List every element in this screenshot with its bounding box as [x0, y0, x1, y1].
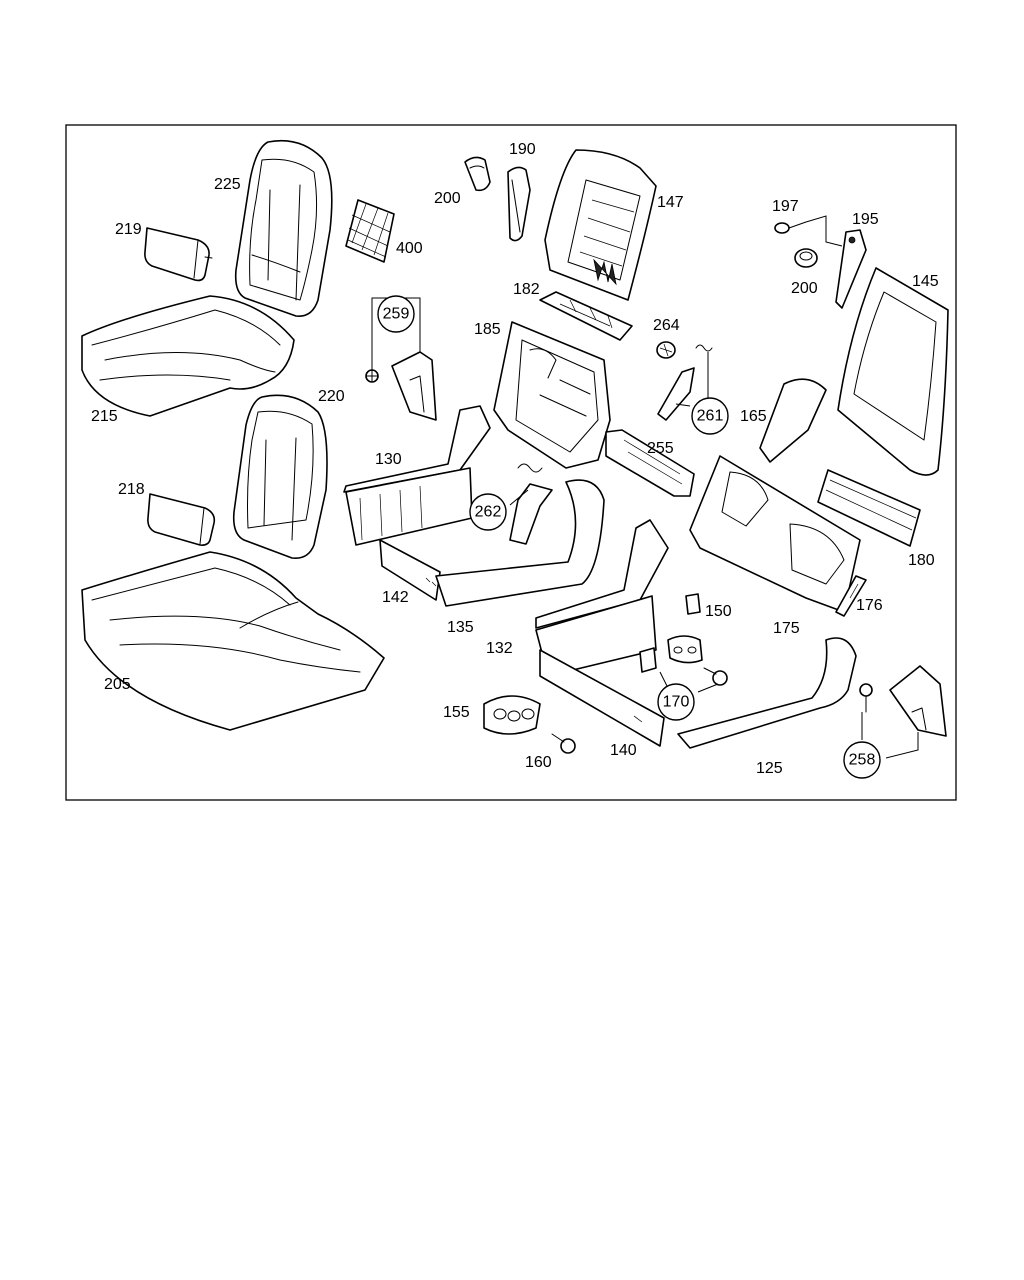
net-pocket [345, 199, 395, 263]
spring-near-264 [695, 344, 713, 352]
spring-262 [517, 463, 543, 473]
clip-170 [639, 647, 657, 673]
cover-155 [483, 695, 541, 735]
trim-strip-182 [539, 291, 633, 341]
headrest-pad-upper [144, 227, 213, 282]
callout-259-text: 259 [383, 306, 410, 323]
side-panel-130 [343, 405, 491, 546]
lever-190 [507, 166, 531, 242]
leader-261 [675, 352, 709, 407]
cover-165 [759, 378, 827, 463]
label-220: 220 [318, 388, 345, 405]
bolt-258 [859, 683, 873, 713]
label-195: 195 [852, 211, 879, 228]
callout-259: 259 [377, 295, 415, 333]
label-264: 264 [653, 317, 680, 334]
trim-panel-140 [539, 649, 665, 747]
headrest-pad-lower [147, 493, 216, 546]
clip-150 [685, 593, 701, 615]
outer-shield-125 [677, 637, 857, 749]
callout-258: 258 [843, 741, 881, 779]
bolt-259 [365, 369, 379, 383]
label-140: 140 [610, 742, 637, 759]
clip-262 [509, 483, 553, 545]
screw-197 [774, 221, 807, 234]
rear-shield-175 [689, 455, 861, 613]
backrest-cover-upper [234, 139, 333, 317]
bracket-259 [391, 351, 437, 421]
label-176: 176 [856, 597, 883, 614]
label-155: 155 [443, 704, 470, 721]
cap-part-200-b [794, 248, 818, 268]
label-200-a: 200 [434, 190, 461, 207]
label-215: 215 [91, 408, 118, 425]
label-160: 160 [525, 754, 552, 771]
screw-170 [703, 667, 728, 686]
label-255: 255 [647, 440, 674, 457]
plug-170 [667, 635, 703, 664]
label-182: 182 [513, 281, 540, 298]
knob-264 [656, 341, 676, 359]
callout-170: 170 [657, 683, 695, 721]
label-205: 205 [104, 676, 131, 693]
backrest-cover-lower [232, 394, 328, 560]
cap-part-200-a [464, 156, 491, 192]
callout-262: 262 [469, 493, 507, 531]
label-190: 190 [509, 141, 536, 158]
leader-197-195 [805, 215, 843, 247]
label-180: 180 [908, 552, 935, 569]
callout-261-text: 261 [697, 408, 724, 425]
cushion-180 [817, 469, 921, 547]
label-225: 225 [214, 176, 241, 193]
label-147: 147 [657, 194, 684, 211]
label-142: 142 [382, 589, 409, 606]
release-lever [657, 367, 695, 421]
strip-176 [835, 575, 867, 617]
label-165: 165 [740, 408, 767, 425]
screw-160 [551, 733, 576, 754]
label-218: 218 [118, 481, 145, 498]
leader-258 [861, 712, 919, 759]
bracket-258 [889, 665, 947, 737]
label-145: 145 [912, 273, 939, 290]
label-135: 135 [447, 619, 474, 636]
label-175: 175 [773, 620, 800, 637]
label-125: 125 [756, 760, 783, 777]
label-132: 132 [486, 640, 513, 657]
label-219: 219 [115, 221, 142, 238]
label-400: 400 [396, 240, 423, 257]
seat-cushion-cover-upper [81, 295, 295, 417]
label-130: 130 [375, 451, 402, 468]
leader-262 [509, 489, 529, 506]
seat-frame-185 [493, 321, 611, 469]
backrest-frame-147 [544, 149, 657, 301]
bracket-195 [835, 229, 867, 309]
label-185: 185 [474, 321, 501, 338]
seat-cushion-cover-lower [81, 551, 385, 731]
callout-170-text: 170 [663, 694, 690, 711]
trim-plate-142 [379, 539, 441, 601]
side-shield-135 [435, 479, 605, 607]
label-197: 197 [772, 198, 799, 215]
diagram-frame [65, 124, 957, 801]
callout-262-text: 262 [475, 504, 502, 521]
callout-258-text: 258 [849, 752, 876, 769]
backrest-rear-panel-145 [837, 267, 949, 476]
label-200-b: 200 [791, 280, 818, 297]
mechanism-255 [605, 429, 695, 497]
label-150: 150 [705, 603, 732, 620]
leader-170 [659, 671, 719, 693]
callout-261: 261 [691, 397, 729, 435]
